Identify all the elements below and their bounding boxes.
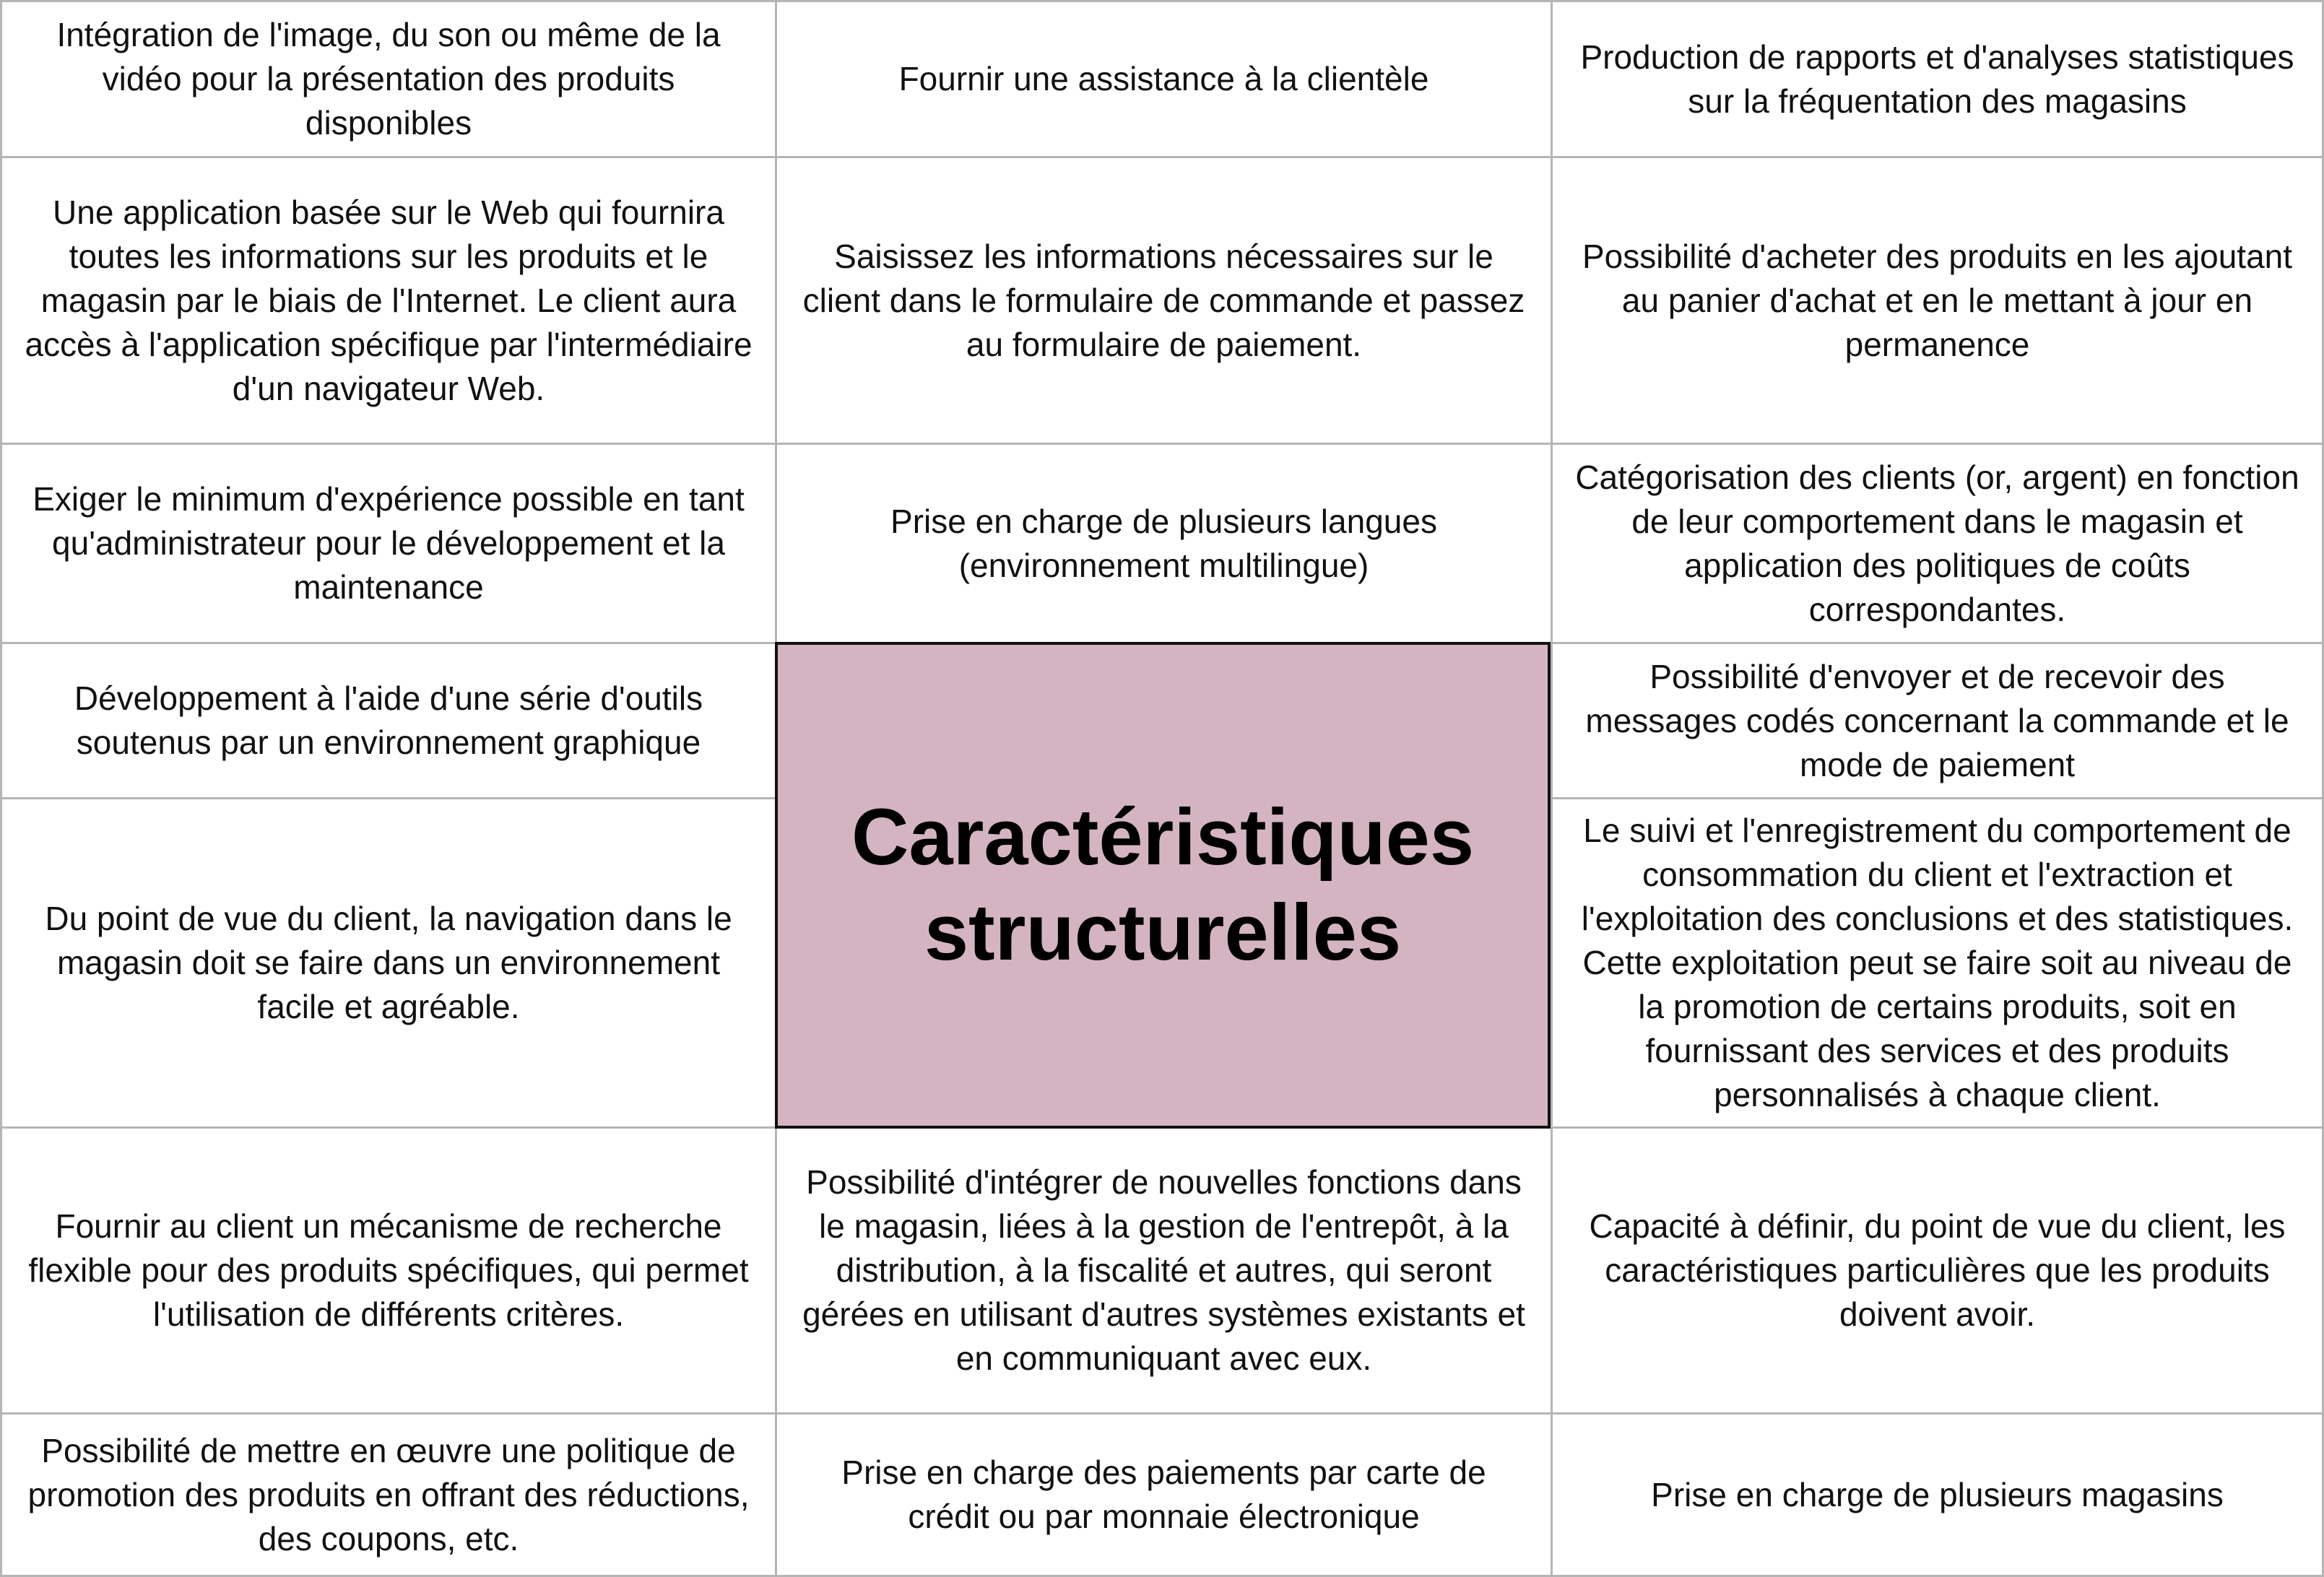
grid-cell: Intégration de l'image, du son ou même d…	[0, 0, 777, 158]
center-title-box: Caractéristiques structurelles	[775, 642, 1551, 1129]
cell-text: Prise en charge des paiements par carte …	[841, 1454, 1486, 1535]
cell-text: Prise en charge de plusieurs langues (en…	[890, 502, 1437, 584]
grid-cell: Catégorisation des clients (or, argent) …	[1551, 443, 2324, 644]
grid-cell: Le suivi et l'enregistrement du comporte…	[1551, 797, 2324, 1129]
grid-cell: Possibilité de mettre en œuvre une polit…	[0, 1412, 777, 1577]
grid-cell: Possibilité d'envoyer et de recevoir des…	[1551, 642, 2324, 799]
grid-cell: Prise en charge de plusieurs magasins	[1551, 1412, 2324, 1577]
grid-cell: Fournir au client un mécanisme de recher…	[0, 1126, 777, 1415]
cell-text: Catégorisation des clients (or, argent) …	[1575, 458, 2299, 628]
cell-text: Possibilité de mettre en œuvre une polit…	[27, 1431, 750, 1558]
cell-text: Production de rapports et d'analyses sta…	[1580, 38, 2294, 120]
cell-text: Développement à l'aide d'une série d'out…	[74, 679, 703, 761]
grid-cell: Production de rapports et d'analyses sta…	[1551, 0, 2324, 158]
grid-cell: Développement à l'aide d'une série d'out…	[0, 642, 777, 799]
grid-cell: Fournir une assistance à la clientèle	[775, 0, 1553, 158]
cell-text: Exiger le minimum d'expérience possible …	[32, 480, 745, 606]
grid-cell: Prise en charge de plusieurs langues (en…	[775, 443, 1553, 644]
cell-text: Prise en charge de plusieurs magasins	[1651, 1475, 2224, 1513]
cell-text: Le suivi et l'enregistrement du comporte…	[1581, 812, 2294, 1113]
grid-cell: Exiger le minimum d'expérience possible …	[0, 443, 777, 644]
grid-cell: Une application basée sur le Web qui fou…	[0, 156, 777, 445]
cell-text: Capacité à définir, du point de vue du c…	[1589, 1207, 2286, 1333]
cell-text: Saisissez les informations nécessaires s…	[802, 237, 1525, 363]
grid-cell: Possibilité d'intégrer de nouvelles fonc…	[775, 1126, 1553, 1415]
center-title: Caractéristiques structurelles	[851, 793, 1475, 977]
cell-text: Du point de vue du client, la navigation…	[45, 900, 732, 1025]
cell-text: Fournir au client un mécanisme de recher…	[28, 1207, 749, 1333]
grid-cell: Prise en charge des paiements par carte …	[775, 1412, 1553, 1577]
grid-cell: Saisissez les informations nécessaires s…	[775, 156, 1553, 445]
grid-cell: Capacité à définir, du point de vue du c…	[1551, 1126, 2324, 1415]
cell-text: Possibilité d'intégrer de nouvelles fonc…	[802, 1163, 1525, 1377]
cell-text: Possibilité d'envoyer et de recevoir des…	[1585, 657, 2289, 783]
cell-text: Intégration de l'image, du son ou même d…	[56, 16, 721, 142]
grid-cell: Possibilité d'acheter des produits en le…	[1551, 156, 2324, 445]
cell-text: Une application basée sur le Web qui fou…	[25, 193, 753, 407]
cell-text: Fournir une assistance à la clientèle	[898, 60, 1429, 97]
grid-cell: Du point de vue du client, la navigation…	[0, 797, 777, 1129]
cell-text: Possibilité d'acheter des produits en le…	[1582, 237, 2293, 363]
